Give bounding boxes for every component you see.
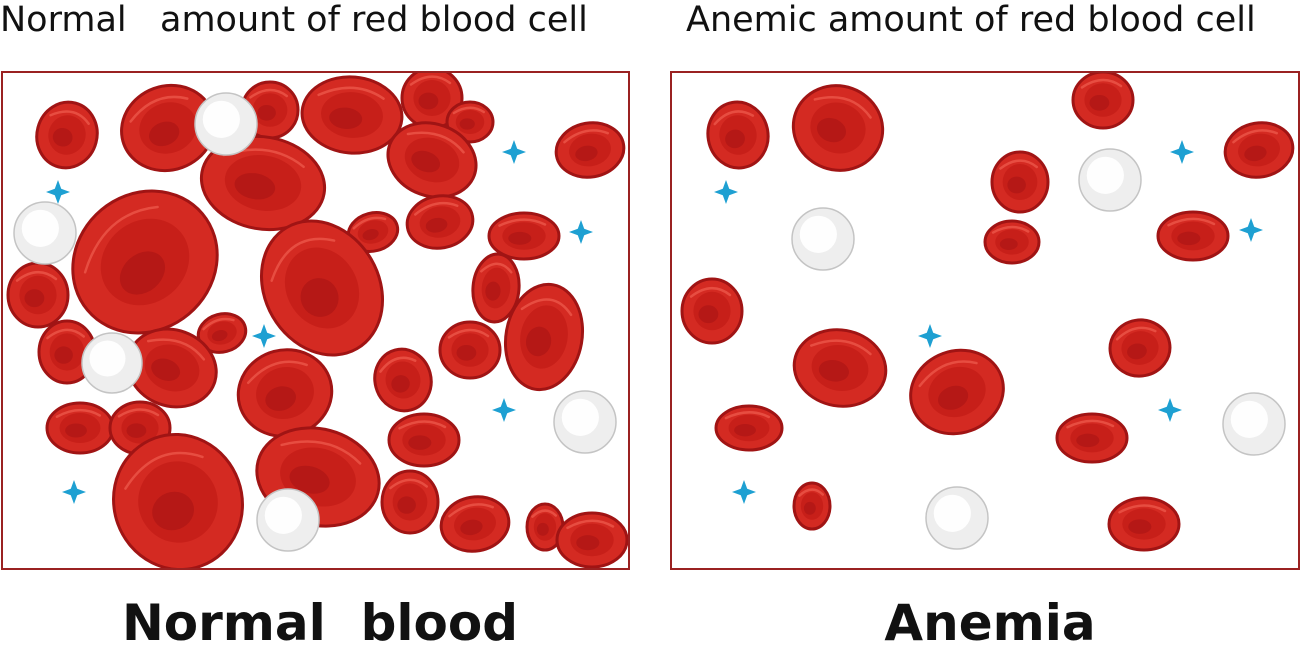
anemic-blood-title: Anemic amount of red blood cell — [686, 0, 1256, 40]
red-blood-cell — [706, 100, 770, 170]
red-blood-cell — [259, 219, 385, 357]
red-blood-cell — [555, 511, 628, 568]
red-blood-cell — [1223, 121, 1295, 179]
red-blood-cell — [438, 320, 502, 380]
platelet — [1239, 218, 1263, 242]
normal-blood-caption: Normal blood — [121, 594, 519, 652]
red-blood-cell — [120, 83, 216, 173]
red-blood-cell — [909, 348, 1005, 436]
red-blood-cell — [1107, 496, 1181, 552]
platelet — [569, 220, 593, 244]
red-blood-cell — [471, 252, 521, 324]
white-blood-cell — [1222, 392, 1286, 456]
red-blood-cell — [300, 75, 404, 155]
red-blood-cell — [400, 73, 464, 130]
red-blood-cell — [487, 211, 561, 261]
red-blood-cell — [45, 401, 115, 455]
platelet — [62, 480, 86, 504]
platelet — [1158, 398, 1182, 422]
platelet — [46, 180, 70, 204]
platelet — [732, 480, 756, 504]
red-blood-cell — [199, 134, 327, 232]
red-blood-cell — [405, 194, 475, 250]
red-blood-cell — [35, 100, 99, 170]
anemia-blood-panel — [670, 71, 1300, 570]
red-blood-cell — [112, 432, 244, 568]
red-blood-cell — [791, 84, 885, 172]
red-blood-cell — [792, 481, 832, 531]
platelet — [502, 140, 526, 164]
anemia-caption: Anemia — [884, 594, 1096, 652]
normal-blood-cells — [6, 73, 628, 568]
red-blood-cell — [1156, 210, 1230, 262]
red-blood-cell — [387, 412, 461, 468]
red-blood-cell — [990, 150, 1050, 214]
red-blood-cell — [6, 261, 70, 329]
red-blood-cell — [37, 319, 97, 385]
white-blood-cell — [553, 390, 617, 454]
red-blood-cell — [380, 469, 440, 535]
red-blood-cell — [983, 219, 1041, 265]
red-blood-cell — [386, 121, 478, 199]
red-blood-cell — [346, 211, 400, 253]
white-blood-cell — [194, 92, 258, 156]
red-blood-cell — [71, 189, 219, 335]
red-blood-cell — [1055, 412, 1129, 464]
platelet — [714, 180, 738, 204]
red-blood-cell — [373, 347, 433, 413]
platelet — [1170, 140, 1194, 164]
red-blood-cell — [439, 495, 511, 553]
red-blood-cell — [1071, 73, 1135, 130]
platelet — [918, 324, 942, 348]
red-blood-cell — [714, 404, 784, 452]
platelet — [492, 398, 516, 422]
white-blood-cell — [13, 201, 77, 265]
red-blood-cell — [554, 121, 626, 179]
red-blood-cell — [196, 312, 248, 354]
red-blood-cell — [680, 277, 744, 345]
white-blood-cell — [925, 486, 989, 550]
platelet — [252, 324, 276, 348]
white-blood-cell — [1078, 148, 1142, 212]
white-blood-cell — [81, 332, 143, 394]
normal-blood-title: Normal amount of red blood cell — [0, 0, 588, 40]
red-blood-cell — [503, 282, 585, 392]
red-blood-cell — [1108, 318, 1172, 378]
white-blood-cell — [791, 207, 855, 271]
anemia-blood-cells — [680, 73, 1295, 552]
normal-blood-panel — [1, 71, 630, 570]
white-blood-cell — [256, 488, 320, 552]
red-blood-cell — [792, 328, 888, 408]
red-blood-cell — [525, 502, 565, 552]
